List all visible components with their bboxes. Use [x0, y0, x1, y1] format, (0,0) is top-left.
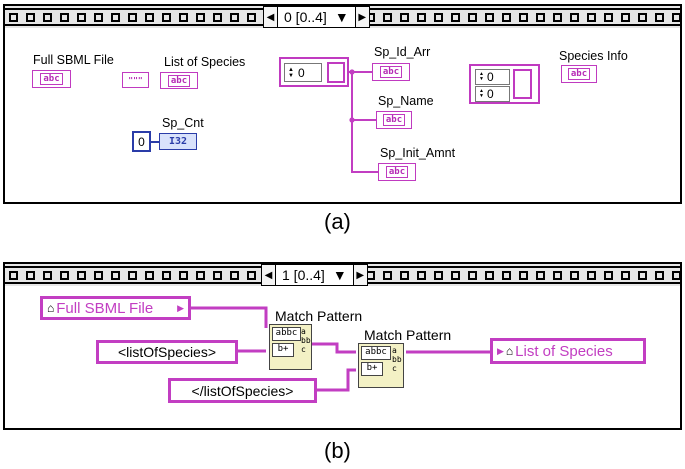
- frame-selector-a[interactable]: ◀ 0 [0..4] ▼ ▶: [263, 6, 370, 28]
- mp2-plus-glyph: b+: [361, 362, 383, 376]
- label-species-info: Species Info: [559, 49, 628, 63]
- empty-string-glyph: """: [128, 75, 143, 85]
- caption-b: (b): [324, 438, 351, 463]
- previous-frame-arrow-icon[interactable]: ◀: [262, 265, 276, 285]
- wire-junction-1: [349, 69, 355, 75]
- frame-selector-b[interactable]: ◀ 1 [0..4] ▼ ▶: [261, 264, 368, 286]
- dropdown-arrow-icon[interactable]: ▼: [332, 267, 347, 283]
- mp2-side-glyph: a bb c: [392, 346, 402, 373]
- wires-panel-a: [150, 69, 378, 173]
- caption-a: (a): [324, 209, 351, 234]
- dropdown-arrow-icon[interactable]: ▼: [334, 9, 349, 25]
- sp-name-indicator[interactable]: abc: [376, 111, 412, 129]
- end-tag-constant[interactable]: </listOfSpecies>: [168, 378, 317, 403]
- sp-cnt-value: 0: [138, 134, 145, 149]
- array-index-arrows-icon[interactable]: ▲▼: [288, 66, 294, 79]
- array-index-value: 0: [297, 65, 305, 80]
- string-type-glyph: abc: [40, 73, 63, 85]
- species-info-element-empty: [513, 69, 532, 99]
- full-sbml-terminal-b[interactable]: ⌂ Full SBML File ▶: [40, 296, 191, 320]
- string-type-glyph: abc: [167, 74, 191, 87]
- start-tag-constant[interactable]: <listOfSpecies>: [96, 340, 238, 364]
- species-info-index-1-value: 0: [486, 70, 494, 84]
- wire-sp-init-amnt: [351, 120, 378, 173]
- array-index-box[interactable]: ▲▼ 0: [284, 63, 322, 82]
- sp-cnt-indicator[interactable]: I32: [159, 133, 197, 150]
- sp-init-amnt-indicator[interactable]: abc: [378, 163, 416, 181]
- terminal-arrow-icon: ▶: [177, 302, 184, 313]
- list-species-indicator-a[interactable]: abc: [160, 72, 198, 89]
- frame-selector-text-b: 1 [0..4]: [282, 267, 325, 283]
- match-pattern-node-2[interactable]: abbc b+ a bb c: [358, 343, 404, 388]
- home-icon: ⌂: [505, 344, 514, 358]
- list-species-terminal-b[interactable]: ▶ ⌂ List of Species: [490, 338, 646, 364]
- wire-full-sbml-to-mp1: [190, 306, 268, 328]
- label-sp-id-arr: Sp_Id_Arr: [374, 45, 431, 59]
- label-sp-init-amnt: Sp_Init_Amnt: [380, 146, 456, 160]
- string-type-glyph: abc: [567, 68, 591, 80]
- sp-cnt-constant[interactable]: 0: [132, 131, 151, 152]
- wire-end-tag-to-mp2: [316, 368, 356, 392]
- string-type-glyph: abc: [385, 166, 409, 178]
- wire-junction-2: [349, 117, 355, 123]
- wire-mp1-to-mp2: [311, 342, 356, 354]
- label-match-pattern-1: Match Pattern: [275, 308, 363, 324]
- label-sp-cnt: Sp_Cnt: [162, 116, 204, 130]
- mp1-side-glyph: a bb c: [301, 327, 311, 354]
- species-info-cluster[interactable]: ▲▼ 0 ▲▼ 0: [469, 64, 540, 104]
- array-element-empty: [327, 62, 345, 83]
- start-tag-text: <listOfSpecies>: [117, 344, 217, 360]
- next-frame-arrow-icon[interactable]: ▶: [354, 7, 369, 27]
- mp2-regex-glyph: abbc: [361, 346, 391, 360]
- mp1-plus-glyph: b+: [272, 343, 294, 357]
- species-info-index-2[interactable]: ▲▼ 0: [475, 86, 510, 102]
- species-array-constant[interactable]: ▲▼ 0: [279, 57, 349, 87]
- end-tag-text: </listOfSpecies>: [191, 382, 294, 399]
- match-pattern-node-1[interactable]: abbc b+ a bb c: [269, 324, 312, 370]
- full-sbml-terminal-text: Full SBML File: [56, 299, 154, 317]
- string-type-glyph: abc: [382, 114, 406, 126]
- previous-frame-arrow-icon[interactable]: ◀: [264, 7, 278, 27]
- label-list-species-a: List of Species: [164, 55, 246, 69]
- sp-id-arr-indicator[interactable]: abc: [372, 63, 410, 81]
- list-species-constant-a[interactable]: """: [122, 72, 149, 88]
- home-icon: ⌂: [47, 301, 55, 315]
- next-frame-arrow-icon[interactable]: ▶: [352, 265, 367, 285]
- species-info-indicator[interactable]: abc: [561, 65, 597, 83]
- label-full-sbml-a: Full SBML File: [33, 53, 114, 67]
- terminal-arrow-icon: ▶: [497, 345, 504, 356]
- index-arrows-icon[interactable]: ▲▼: [479, 71, 484, 82]
- label-match-pattern-2: Match Pattern: [364, 327, 452, 343]
- label-sp-name: Sp_Name: [378, 94, 434, 108]
- mp1-regex-glyph: abbc: [272, 327, 301, 341]
- species-info-index-2-value: 0: [486, 87, 494, 101]
- index-arrows-icon[interactable]: ▲▼: [479, 88, 484, 99]
- string-type-glyph: abc: [379, 66, 403, 78]
- list-species-terminal-text: List of Species: [515, 342, 613, 360]
- frame-selector-text-a: 0 [0..4]: [284, 9, 327, 25]
- full-sbml-control-a[interactable]: abc: [32, 70, 71, 88]
- species-info-index-1[interactable]: ▲▼ 0: [475, 69, 510, 85]
- i32-type-glyph: I32: [168, 136, 188, 147]
- wires-panel-b: [190, 306, 490, 392]
- sequence-frame-a: ◀ 0 [0..4] ▼ ▶: [3, 4, 682, 204]
